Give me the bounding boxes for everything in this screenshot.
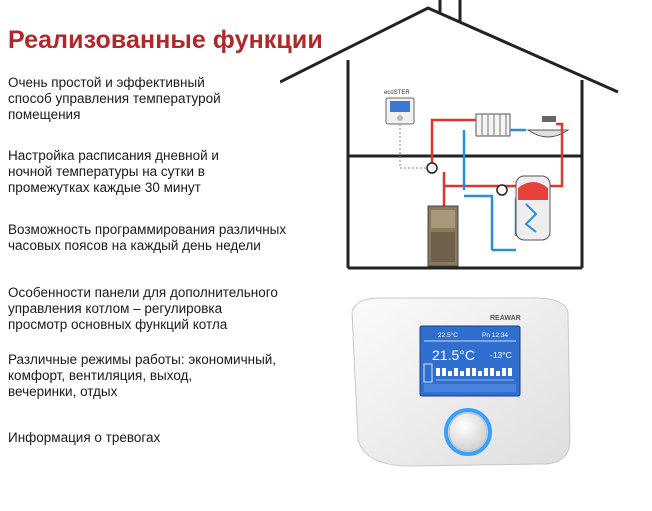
house-roof: [280, 6, 619, 94]
radiator: [475, 113, 511, 137]
display-room-temp-small: 22.5°C: [438, 331, 458, 339]
feature-item: Настройка расписания дневной и ночной те…: [8, 148, 219, 195]
display-schedule-bars: [436, 368, 512, 376]
feature-item: Очень простой и эффективный способ управ…: [8, 75, 221, 122]
controller-cable: [399, 124, 430, 169]
tap: [542, 116, 556, 122]
feature-item: Различные режимы работы: экономичный, ко…: [8, 352, 277, 399]
circulation-pump: [426, 162, 438, 174]
display-day-time: Pn 12:34: [482, 332, 508, 339]
dhw-pump: [496, 184, 508, 196]
controller-label: ecoSTER: [384, 90, 410, 96]
sink: [526, 129, 570, 138]
house-chimney: [438, 0, 462, 22]
page-title: Реализованные функции: [8, 26, 323, 54]
house-heating-diagram: ecoSTER: [280, 0, 619, 270]
feature-item: Информация о тревогах: [8, 430, 161, 445]
display-room-temp-big: 21.5°C: [432, 347, 475, 363]
feature-item: Особенности панели для дополнительного у…: [8, 285, 278, 332]
control-knob-ring: [444, 408, 492, 456]
lcd-screen: [419, 325, 521, 397]
wall-control-panel: REAWAR 22.5°C Pn 12:34 21.5°C -13°C: [351, 297, 571, 467]
display-outdoor-temp: -13°C: [490, 350, 512, 360]
brand-logo: REAWAR: [490, 315, 521, 322]
feature-item: Возможность программирования различных ч…: [8, 222, 287, 253]
control-knob: [448, 412, 488, 452]
